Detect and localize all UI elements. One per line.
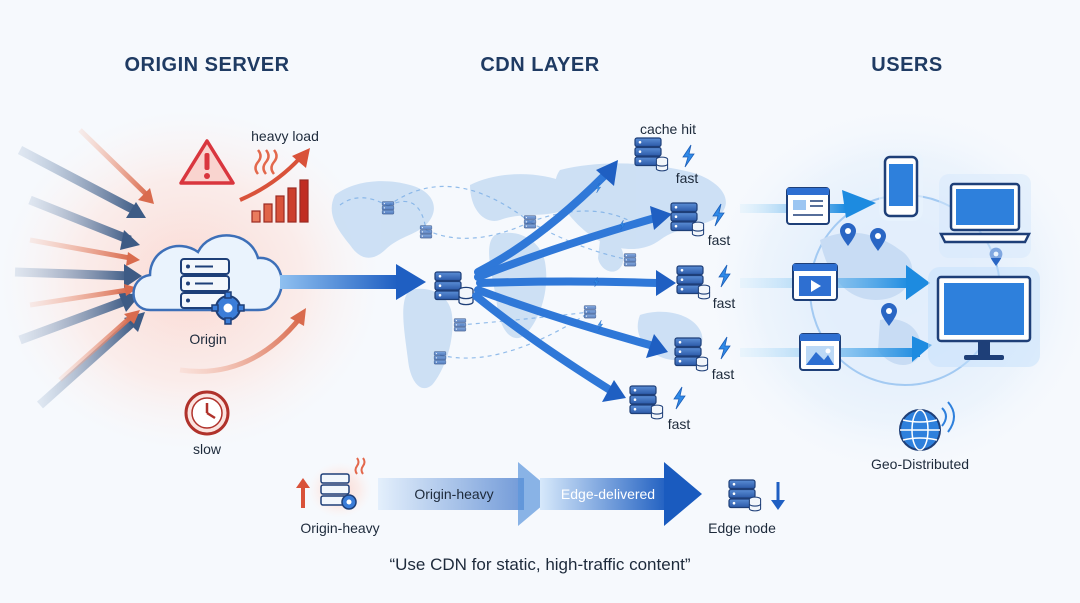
origin-server-icon	[180, 258, 230, 309]
edge-node-5	[629, 385, 686, 420]
incoming-request-arrows	[14, 128, 306, 409]
origin-to-cdn-arrow	[280, 264, 426, 300]
image-icon	[799, 333, 841, 371]
edge-fast-label-5: fast	[667, 416, 691, 432]
legend-origin-heavy-icon	[296, 457, 372, 518]
globe-icon	[899, 401, 955, 451]
edge-fast-label-1: fast	[675, 170, 699, 186]
webpage-icon	[786, 187, 830, 225]
laptop-icon	[938, 174, 1032, 258]
legend-edge-node-icon	[728, 479, 785, 512]
origin-label: Origin	[189, 331, 227, 347]
video-icon	[792, 263, 838, 301]
heat-waves-icon	[254, 149, 278, 175]
legend-edge-node-label: Edge node	[708, 520, 776, 536]
cache-hit-label: cache hit	[639, 121, 697, 137]
edge-fast-label-3: fast	[712, 295, 736, 311]
legend-arrow-edge-delivered-text: Edge-delivered	[560, 486, 656, 502]
edge-fast-label-2: fast	[707, 232, 731, 248]
cdn-hub-server	[434, 271, 474, 306]
legend-transition-arrow	[378, 462, 702, 526]
edge-distribution-arrows	[472, 171, 662, 394]
caption-quote: “Use CDN for static, high-traffic conten…	[389, 555, 691, 574]
geo-distributed-label: Geo-Distributed	[870, 456, 970, 472]
clock-icon	[184, 390, 230, 436]
warning-icon	[179, 139, 235, 185]
gear-icon	[211, 291, 245, 325]
load-trend-arrow	[239, 156, 302, 202]
phone-icon	[879, 151, 923, 221]
edge-fast-label-4: fast	[711, 366, 735, 382]
legend-arrow-origin-heavy-text: Origin-heavy	[414, 486, 494, 502]
monitor-icon	[928, 267, 1040, 367]
heavy-load-label: heavy load	[251, 128, 319, 144]
legend-origin-heavy-label: Origin-heavy	[300, 520, 380, 536]
users-title: USERS	[871, 54, 943, 76]
load-bar-chart-icon	[251, 179, 309, 223]
slow-label: slow	[192, 441, 222, 457]
edge-arrow-heads	[596, 160, 676, 402]
origin-server-title: ORIGIN SERVER	[124, 54, 290, 76]
edge-node-1	[634, 137, 695, 172]
cdn-layer-title: CDN LAYER	[480, 54, 600, 76]
